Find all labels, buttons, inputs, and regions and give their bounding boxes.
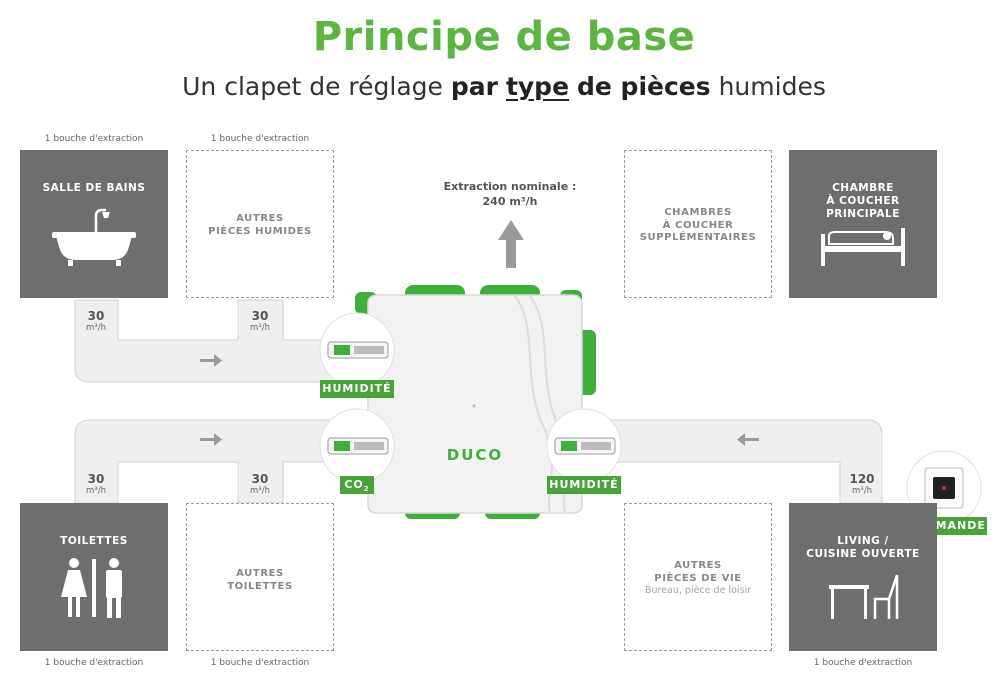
room-salle-de-bains: SALLE DE BAINS [20, 150, 168, 298]
caption-living: 1 bouche d'extraction [813, 658, 913, 668]
room-chambres-supplementaires: CHAMBRES À COUCHER SUPPLÉMENTAIRES [624, 150, 772, 298]
duct-bottom-left [74, 419, 391, 504]
caption-toilettes: 1 bouche d'extraction [44, 658, 144, 668]
room-label: SALLE DE BAINS [42, 182, 146, 194]
flow-arrow-right [737, 433, 759, 446]
page-subtitle: Un clapet de réglage par type de pièces … [182, 72, 826, 101]
tag-humidite-right: HUMIDITÉ [547, 476, 621, 494]
duco-logo: DUCO [446, 446, 504, 464]
bathtub-icon [52, 208, 136, 266]
duct-right [599, 419, 883, 504]
flow-arrow-top [200, 354, 222, 367]
room-toilettes: TOILETTES [20, 503, 168, 651]
duct-top-left [74, 299, 391, 383]
bed-icon [821, 228, 905, 266]
room-living: LIVING / CUISINE OUVERTE [789, 503, 937, 651]
toilet-people-icon [61, 558, 122, 618]
extraction-arrow-icon [498, 220, 524, 268]
valve-humidity-right [546, 408, 622, 484]
caption-autres-pieces-humides: 1 bouche d'extraction [210, 134, 310, 144]
page-title: Principe de base [312, 14, 696, 60]
flow-arrow-bottom-left [200, 433, 222, 446]
ventilation-unit [355, 285, 596, 519]
table-chair-icon [829, 574, 899, 619]
room-chambre-principale: CHAMBRE À COUCHER PRINCIPALE [789, 150, 937, 298]
tag-humidite-top: HUMIDITÉ [320, 380, 394, 398]
valve-humidity-top [319, 312, 395, 388]
extraction-label: Extraction nominale : 240 m³/h [443, 180, 577, 208]
valve-co2 [319, 408, 395, 484]
caption-autres-toilettes: 1 bouche d'extraction [210, 658, 310, 668]
room-autres-toilettes: AUTRES TOILETTES [186, 503, 334, 651]
caption-salle-de-bains: 1 bouche d'extraction [44, 134, 144, 144]
room-autres-pieces-humides: AUTRES PIÈCES HUMIDES [186, 150, 334, 298]
room-autres-pieces-de-vie: AUTRES PIÈCES DE VIE Bureau, pièce de lo… [624, 503, 772, 651]
room-label: TOILETTES [60, 535, 128, 547]
tag-co2: CO2 [340, 476, 374, 494]
